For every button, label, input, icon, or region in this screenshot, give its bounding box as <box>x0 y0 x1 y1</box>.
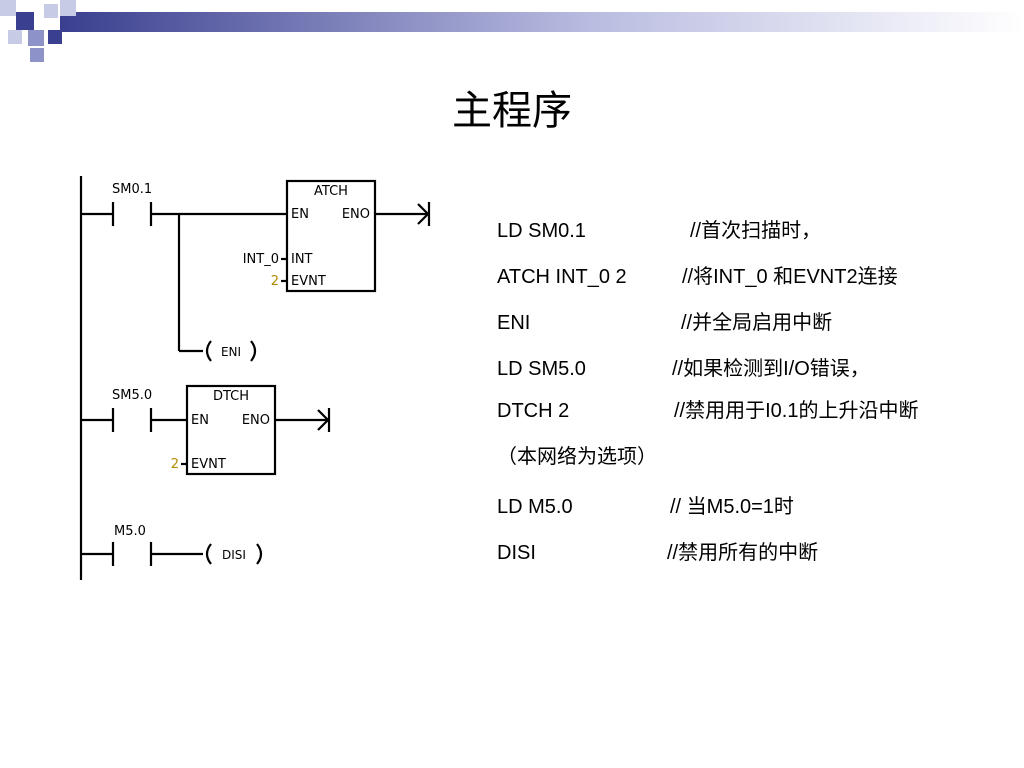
code-line: （本网络为选项） <box>497 444 1017 490</box>
code-comment: // 当M5.0=1时 <box>670 496 794 518</box>
dtch-evnt-label: EVNT <box>191 457 226 472</box>
code-comment: //将INT_0 和EVNT2连接 <box>682 266 898 288</box>
eni-coil-left <box>205 340 212 362</box>
code-statement: DTCH 2 <box>497 400 570 422</box>
deco-square <box>8 30 22 44</box>
dtch-evnt-value: 2 <box>171 457 179 472</box>
code-statement: ENI <box>497 312 531 334</box>
code-statement: LD M5.0 <box>497 496 573 518</box>
rung3-contact-label: M5.0 <box>114 524 146 539</box>
code-line: DTCH 2 //禁用用于I0.1的上升沿中断 <box>497 398 1017 444</box>
deco-square <box>44 4 58 18</box>
code-comment: //禁用所有的中断 <box>667 542 819 564</box>
code-statement: LD SM5.0 <box>497 358 586 380</box>
deco-square <box>60 0 76 16</box>
atch-evnt-value: 2 <box>271 274 279 289</box>
disi-coil-left <box>205 543 212 565</box>
code-line: ENI //并全局启用中断 <box>497 306 1017 352</box>
code-statement: LD SM0.1 <box>497 220 586 242</box>
deco-square <box>0 0 16 16</box>
dtch-eno-label: ENO <box>242 413 270 428</box>
eni-coil-right <box>250 340 257 362</box>
deco-square <box>16 12 34 30</box>
deco-square <box>30 48 44 62</box>
code-line: ATCH INT_0 2 //将INT_0 和EVNT2连接 <box>497 260 1017 306</box>
ladder-diagram: SM0.1 ATCH EN ENO INT INT_0 EVNT 2 ENI S… <box>79 176 431 580</box>
atch-en-label: EN <box>291 207 309 222</box>
code-statement: DISI <box>497 542 536 564</box>
code-comment: //如果检测到I/O错误， <box>672 358 870 380</box>
slide-title: 主程序 <box>452 88 572 134</box>
code-comment: （本网络为选项） <box>497 446 657 468</box>
code-comment: //禁用用于I0.1的上升沿中断 <box>674 400 919 422</box>
code-statement: ATCH INT_0 2 <box>497 266 627 288</box>
code-comment: //首次扫描时， <box>690 220 822 242</box>
rung1-contact-label: SM0.1 <box>112 182 152 197</box>
code-line: LD M5.0 // 当M5.0=1时 <box>497 490 1017 536</box>
dtch-box <box>185 384 277 476</box>
header-band <box>60 12 1024 32</box>
header-decoration <box>0 0 1024 62</box>
rung2-contact-label: SM5.0 <box>112 388 152 403</box>
atch-int-label: INT <box>291 252 313 267</box>
deco-square <box>48 30 62 44</box>
code-line: LD SM0.1 //首次扫描时， <box>497 214 1017 260</box>
code-comment: //并全局启用中断 <box>681 312 833 334</box>
disi-coil-label: DISI <box>222 548 246 562</box>
code-line: DISI //禁用所有的中断 <box>497 536 1017 582</box>
eni-coil-label: ENI <box>221 345 241 359</box>
statement-list: LD SM0.1 //首次扫描时， ATCH INT_0 2 //将INT_0 … <box>497 214 1017 582</box>
dtch-box-name: DTCH <box>213 389 249 404</box>
dtch-en-label: EN <box>191 413 209 428</box>
atch-box-name: ATCH <box>314 184 348 199</box>
atch-box <box>285 179 377 293</box>
atch-int-value: INT_0 <box>243 252 279 267</box>
atch-eno-label: ENO <box>342 207 370 222</box>
code-line: LD SM5.0 //如果检测到I/O错误， <box>497 352 1017 398</box>
disi-coil-right <box>256 543 263 565</box>
deco-square <box>28 30 44 46</box>
atch-evnt-label: EVNT <box>291 274 326 289</box>
